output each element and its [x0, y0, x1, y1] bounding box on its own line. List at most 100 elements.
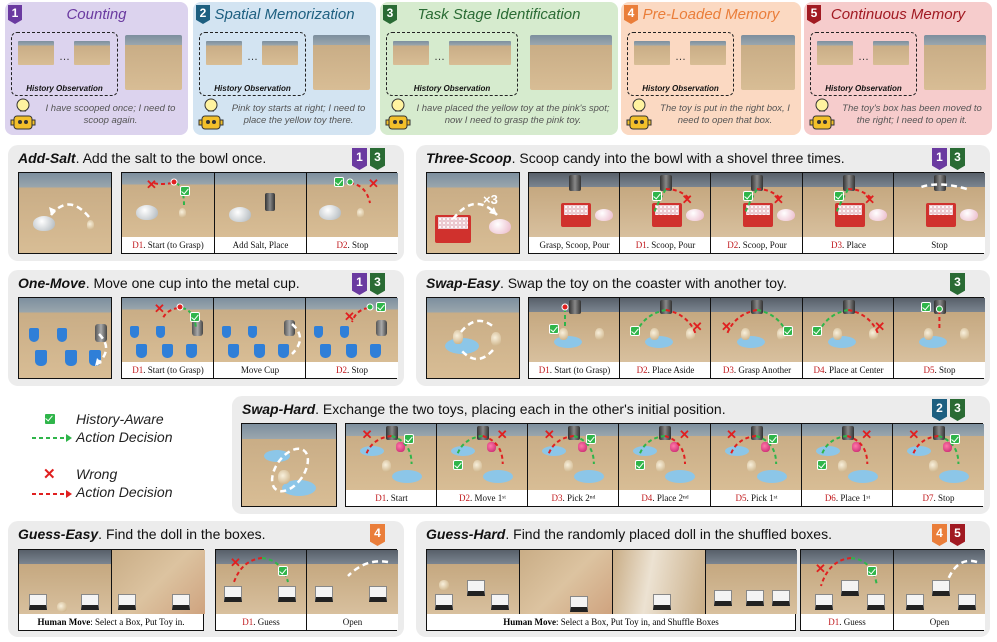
check-icon	[585, 434, 596, 444]
history-label: History Observation	[642, 84, 719, 93]
category-badge-5: 5	[950, 524, 965, 546]
category-badge-3: 3	[950, 399, 965, 421]
caption: Stop	[894, 237, 985, 253]
caption: Add Salt, Place	[215, 237, 306, 253]
cross-icon: ✕	[368, 176, 379, 191]
caption: Human Move: Select a Box, Put Toy in.	[19, 614, 203, 630]
category-badge-1: 1	[352, 148, 367, 170]
panel-title: Guess-Easy. Find the doll in the boxes.	[18, 526, 266, 542]
initial-frame	[426, 297, 520, 379]
caption: Move Cup	[214, 362, 306, 378]
check-icon	[635, 460, 645, 470]
category-badge-3: 3	[950, 273, 965, 295]
category-title: Task Stage Identification	[417, 6, 581, 23]
task-name: Guess-Hard	[426, 526, 506, 542]
cross-icon: ✕	[344, 309, 355, 324]
initial-frame: ×3	[426, 172, 520, 254]
cross-icon: ✕	[43, 466, 56, 483]
caption: D7. Stop	[893, 490, 984, 506]
history-label: History Observation	[413, 84, 491, 93]
history-label: History Observation	[825, 84, 902, 93]
caption: D2. Stop	[307, 237, 398, 253]
arrow-icon	[32, 434, 72, 442]
category-badge-1: 1	[352, 273, 367, 295]
cross-icon: ✕	[721, 319, 732, 334]
task-description: . Exchange the two toys, placing each in…	[315, 401, 726, 417]
caption: D3. Pick 2ⁿᵈ	[528, 490, 619, 506]
history-observation: …History Observation	[386, 32, 518, 96]
category-title: Counting	[66, 6, 127, 23]
robot-idea-icon	[198, 98, 224, 130]
caption: D3. Grasp Another	[711, 362, 803, 378]
caption: D4. Place 2ⁿᵈ	[619, 490, 711, 506]
category-box-3: 3 Task Stage Identification …History Obser…	[380, 2, 618, 135]
category-badge-3: 3	[370, 273, 385, 295]
caption: D5. Pick 1ˢᵗ	[711, 490, 802, 506]
category-number: 4	[624, 5, 638, 24]
check-icon	[651, 191, 662, 201]
check-icon	[921, 302, 932, 312]
panel-title: Three-Scoop. Scoop candy into the bowl w…	[426, 150, 845, 166]
panel-guess-easy: Guess-Easy. Find the doll in the boxes. …	[8, 521, 404, 637]
robot-idea-icon	[626, 98, 652, 130]
category-number: 3	[383, 5, 397, 24]
panel-title: One-Move. Move one cup into the metal cu…	[18, 275, 300, 291]
history-label: History Observation	[26, 84, 103, 93]
current-observation	[530, 35, 612, 90]
category-title: Continuous Memory	[830, 6, 966, 23]
category-badge-4: 4	[932, 524, 947, 546]
caption: D4. Place at Center	[803, 362, 894, 378]
decision-strip: D1. Guess Open ✕	[800, 549, 985, 631]
robot-speech: Pink toy starts at right; I need to plac…	[231, 103, 366, 126]
legend-good-label: History-Aware	[76, 411, 164, 427]
task-name: Add-Salt	[18, 150, 76, 166]
panel-title: Swap-Easy. Swap the toy on the coaster w…	[426, 275, 787, 291]
history-observation: …History Observation	[810, 32, 917, 96]
caption: D1. Start (to Grasp)	[122, 237, 214, 253]
current-observation	[313, 35, 370, 90]
robot-speech: The toy is put in the right box, I need …	[660, 103, 790, 126]
robot-idea-icon	[10, 98, 36, 130]
task-name: Three-Scoop	[426, 150, 512, 166]
cross-icon: ✕	[861, 427, 873, 442]
task-description: . Swap the toy on the coaster with anoth…	[499, 275, 787, 291]
task-name: One-Move	[18, 275, 86, 291]
task-name: Swap-Easy	[426, 275, 500, 291]
caption: D2. Stop	[306, 362, 398, 378]
panel-one-move: One-Move. Move one cup into the metal cu…	[8, 270, 404, 386]
check-icon	[44, 413, 56, 425]
panel-swap-hard: Swap-Hard. Exchange the two toys, placin…	[232, 396, 990, 514]
caption: D5. Stop	[894, 362, 985, 378]
history-label: History Observation	[214, 84, 291, 93]
decision-strip: D1. Start (to Grasp) Add Salt, Place D2.…	[121, 172, 398, 254]
caption: D1. Start (to Grasp)	[122, 362, 214, 378]
history-observation: …History Observation	[627, 32, 734, 96]
arrow-icon	[32, 490, 72, 498]
panel-title: Swap-Hard. Exchange the two toys, placin…	[242, 401, 726, 417]
cross-icon: ✕	[679, 427, 690, 442]
cross-icon: ✕	[146, 177, 157, 192]
panel-title: Add-Salt. Add the salt to the bowl once.	[18, 150, 266, 166]
category-badge-3: 3	[950, 148, 965, 170]
cross-icon: ✕	[773, 192, 784, 207]
caption: D2. Place Aside	[620, 362, 711, 378]
caption: D2. Move 1ˢᵗ	[437, 490, 528, 506]
task-name: Guess-Easy	[18, 526, 99, 542]
robot-speech: I have scooped once; I need to scoop aga…	[45, 103, 176, 126]
category-badge-2: 2	[932, 399, 947, 421]
check-icon	[743, 191, 753, 201]
category-title: Pre-Loaded Memory	[642, 6, 780, 23]
category-number: 2	[196, 5, 210, 24]
caption: D1. Start (to Grasp)	[529, 362, 620, 378]
cross-icon: ✕	[361, 427, 373, 442]
task-name: Swap-Hard	[242, 401, 316, 417]
robot-idea-icon	[385, 98, 411, 130]
panel-guess-hard: Guess-Hard. Find the randomly placed dol…	[416, 521, 990, 637]
legend-good-label-2: Action Decision	[76, 429, 173, 445]
cross-icon: ✕	[726, 427, 738, 442]
task-description: . Find the randomly placed doll in the s…	[505, 526, 832, 542]
cross-icon: ✕	[908, 427, 920, 442]
